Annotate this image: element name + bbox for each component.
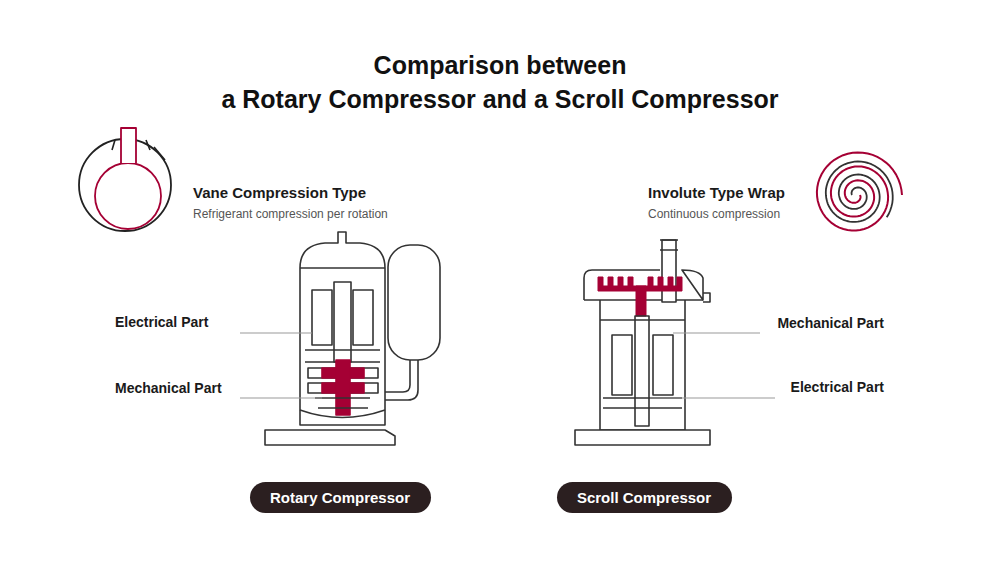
pill-text: Rotary Compressor [270,489,410,506]
name-pill: Rotary Compressor [250,482,431,513]
part-label: Mechanical Part [777,315,884,331]
name-pill: Scroll Compressor [557,482,732,513]
title: Comparison between a Rotary Compressor a… [0,48,1000,116]
note-text: Refrigerant compression per rotation [193,207,388,221]
part-label: Mechanical Part [115,380,222,396]
part-label: Involute Type Wrap [648,184,785,201]
part-label: Electrical Part [115,314,208,330]
note-text: Continuous compression [648,207,780,221]
part-label: Electrical Part [791,379,884,395]
part-label: Vane Compression Type [193,184,366,201]
pill-text: Scroll Compressor [577,489,711,506]
